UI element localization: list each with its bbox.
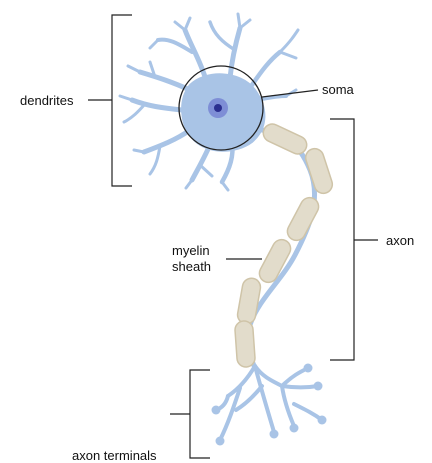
axon-terminals-bracket	[170, 370, 210, 458]
myelin-segment	[284, 194, 321, 243]
myelin-segment	[256, 236, 293, 285]
myelin-sheath-label: myelin sheath	[172, 243, 211, 275]
axon-bracket	[330, 119, 378, 360]
myelin-segment	[260, 121, 309, 157]
soma-leader-line	[262, 90, 318, 97]
dendrites-bracket	[88, 15, 132, 186]
soma-label: soma	[322, 82, 354, 97]
axon-terminal-branches	[216, 366, 322, 440]
axon-label: axon	[386, 233, 414, 248]
myelin-segment	[236, 277, 262, 325]
myelin-segment	[234, 320, 255, 367]
axon-terminals-label: axon terminals	[72, 448, 157, 463]
nucleolus	[214, 104, 222, 112]
axon-terminal-bulbs	[212, 364, 327, 446]
dendrites-label: dendrites	[20, 93, 73, 108]
myelin-segments	[234, 121, 334, 367]
